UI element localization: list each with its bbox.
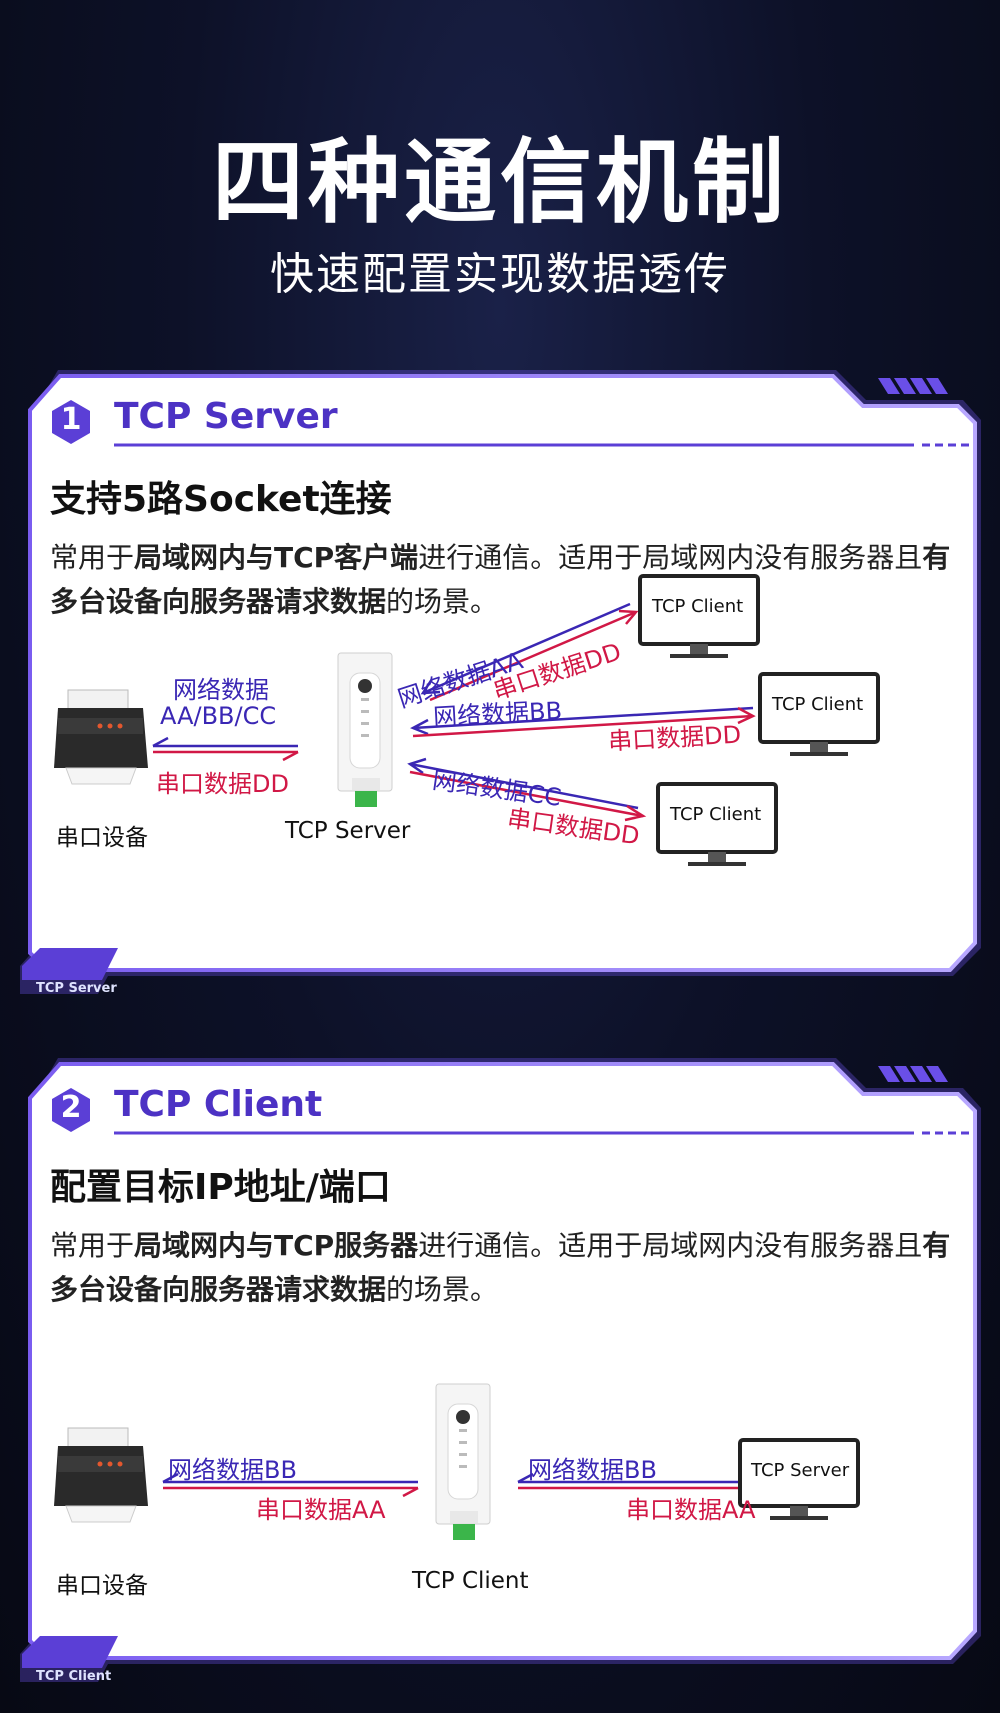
hero-title: 四种通信机制 [211, 129, 788, 236]
printer-icon [54, 1427, 148, 1523]
client3-name: TCP Client [670, 804, 762, 825]
feature-title: 支持5路Socket连接 [50, 479, 392, 520]
section-description: 常用于局域网内与TCP服务器进行通信。适用于局域网内没有服务器且有多台设备向服务… [50, 1229, 951, 1306]
right-net-label: 网络数据BB [528, 1456, 657, 1484]
tcp-server-module-icon [337, 652, 393, 807]
local-serial-label: 串口数据DD [156, 770, 289, 798]
monitor-icon [656, 782, 778, 866]
client2-name: TCP Client [772, 694, 864, 715]
tcp-server-diagram [54, 574, 880, 866]
panel-tcp-client: TCP Client 2 TCP Client 配置目标IP地址/端口 常用于局… [18, 1056, 983, 1686]
client2-serial-label: 串口数据DD [607, 720, 742, 756]
title-underline [114, 443, 974, 447]
tcp-client-diagram [54, 1383, 860, 1540]
section-number-badge: 2 [50, 1086, 92, 1134]
section-description: 常用于局域网内与TCP客户端进行通信。适用于局域网内没有服务器且有多台设备向服务… [50, 541, 951, 618]
panel-frame [20, 1058, 981, 1682]
left-serial-label: 串口数据AA [256, 1496, 386, 1524]
module-label: TCP Server [285, 818, 411, 844]
monitor-icon [738, 1438, 860, 1520]
monitor-icon [638, 574, 760, 658]
section-title: TCP Client [114, 1084, 323, 1125]
module-label: TCP Client [412, 1568, 529, 1594]
feature-title: 配置目标IP地址/端口 [50, 1167, 391, 1208]
hero-subtitle: 快速配置实现数据透传 [270, 249, 730, 300]
panel-footer-tag: TCP Server [36, 981, 117, 996]
server-name: TCP Server [751, 1460, 850, 1481]
client1-name: TCP Client [652, 596, 744, 617]
right-serial-label: 串口数据AA [626, 1496, 756, 1524]
local-net-label-1: 网络数据 [173, 676, 269, 704]
section-title: TCP Server [114, 396, 338, 437]
monitor-icon [758, 672, 880, 756]
panel-footer-tag: TCP Client [36, 1669, 112, 1684]
serial-device-label: 串口设备 [56, 1573, 148, 1599]
left-net-label: 网络数据BB [168, 1456, 297, 1484]
title-underline [114, 1131, 974, 1135]
panel-tcp-server: TCP Server 1 TCP Server 支持5路Socket连接 常用于… [18, 368, 983, 998]
tcp-client-module-icon [435, 1383, 491, 1540]
printer-icon [54, 689, 148, 785]
client2-net-label: 网络数据BB [432, 696, 563, 732]
local-net-label-2: AA/BB/CC [160, 702, 277, 730]
serial-device-label: 串口设备 [56, 825, 148, 851]
section-number-badge: 1 [50, 398, 92, 446]
